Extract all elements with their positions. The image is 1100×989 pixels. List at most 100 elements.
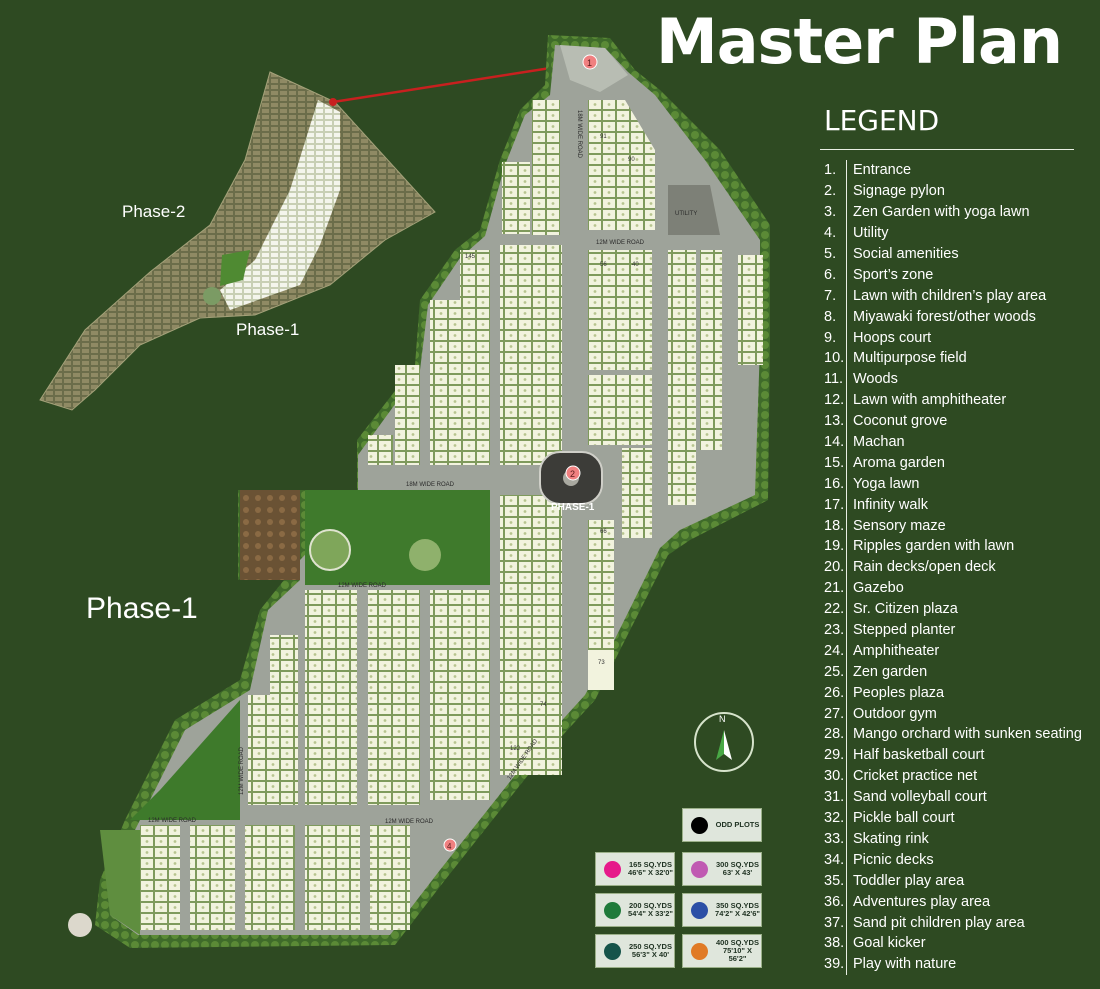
legend-label: Sport’s zone — [853, 266, 934, 283]
utility-area — [668, 185, 720, 235]
plot-key-dims: 54'4" X 33'2" — [628, 909, 673, 918]
legend-number: 18. — [824, 517, 845, 534]
legend-label: Infinity walk — [853, 496, 928, 513]
legend-number: 26. — [824, 684, 845, 701]
legend-number: 25. — [824, 663, 845, 680]
pylon-phase-label: PHASE-1 — [551, 502, 595, 513]
legend-number: 24. — [824, 642, 845, 659]
legend-item: 7.Lawn with children’s play area — [824, 285, 1082, 306]
legend-item: 30.Cricket practice net — [824, 766, 1082, 787]
legend-label: Ripples garden with lawn — [853, 538, 1015, 555]
plot-key-odd: ODD PLOTS — [682, 808, 762, 842]
entrance-marker — [582, 54, 598, 70]
legend-number: 14. — [824, 434, 845, 451]
legend-item: 1.Entrance — [824, 160, 1082, 181]
legend-number: 13. — [824, 413, 845, 430]
legend-number: 1. — [824, 162, 837, 179]
plot-number: 90 — [628, 157, 635, 163]
legend-number: 29. — [824, 747, 845, 764]
plot-number: 145 — [465, 254, 476, 260]
legend-number: 7. — [824, 287, 837, 304]
plot-key-label: ODD PLOTS — [715, 819, 760, 829]
legend-label: Machan — [853, 434, 905, 451]
legend-item: 39.Play with nature — [824, 954, 1082, 975]
pylon-number: 2 — [570, 469, 575, 479]
main-phase1-label: Phase-1 — [86, 592, 198, 625]
legend-item: 4.Utility — [824, 223, 1082, 244]
legend-list: 1.Entrance 2.Signage pylon 3.Zen Garden … — [824, 160, 1082, 975]
legend-item: 22.Sr. Citizen plaza — [824, 599, 1082, 620]
legend-number: 34. — [824, 851, 845, 868]
sports-zone — [100, 830, 140, 935]
road-label: 12M WIDE ROAD — [148, 818, 197, 824]
plot-key-size: 165 SQ.YDS — [629, 859, 672, 869]
plot-number: 66 — [600, 529, 607, 535]
legend-label: Hoops court — [853, 329, 932, 346]
plot-number: 73 — [598, 660, 605, 666]
legend-number: 6. — [824, 266, 837, 283]
legend-number: 5. — [824, 246, 837, 262]
pylon-marker — [565, 465, 581, 481]
legend-label: Sand pit children play area — [853, 914, 1025, 931]
legend-number: 31. — [824, 789, 845, 806]
legend-item: 2.Signage pylon — [824, 181, 1082, 202]
legend-number: 9. — [824, 329, 837, 346]
legend-item: 37.Sand pit children play area — [824, 912, 1082, 933]
inset-phase2-label: Phase-2 — [122, 202, 186, 221]
legend-label: Sensory maze — [853, 517, 946, 534]
plot-250-swatch — [604, 942, 621, 960]
legend-label: Stepped planter — [853, 622, 956, 639]
legend-label: Outdoor gym — [853, 705, 937, 722]
legend-number: 20. — [824, 559, 845, 576]
legend-number: 39. — [824, 956, 845, 973]
plot-key-size: 300 SQ.YDS — [716, 859, 759, 869]
utility-label: UTILITY — [675, 211, 697, 217]
legend-label: Peoples plaza — [853, 684, 945, 701]
legend-item: 33.Skating rink — [824, 829, 1082, 850]
legend-number: 11. — [824, 371, 844, 388]
legend-number: 21. — [824, 580, 845, 597]
plot-200-swatch — [604, 901, 621, 919]
road-label: 18M WIDE ROAD — [406, 482, 455, 488]
legend-label: Yoga lawn — [853, 475, 920, 492]
inset-phase1-label: Phase-1 — [236, 320, 300, 339]
legend-item: 14. Machan — [824, 432, 1082, 453]
legend-item: 36.Adventures play area — [824, 891, 1082, 912]
inset-pylon — [203, 287, 221, 305]
play-area — [68, 913, 92, 937]
legend-item: 9. Hoops court — [824, 327, 1082, 348]
legend-item: 23.Stepped planter — [824, 620, 1082, 641]
plot-165-swatch — [604, 860, 621, 878]
plot-number: 56 — [600, 262, 607, 268]
plot-number: 91 — [600, 134, 607, 140]
legend-rule — [820, 149, 1074, 150]
legend-label: Zen Garden with yoga lawn — [853, 204, 1030, 221]
central-park — [305, 490, 490, 585]
legend-number: 35. — [824, 872, 845, 889]
legend-number: 30. — [824, 768, 845, 785]
plot-number: 122 — [510, 746, 521, 752]
legend-number: 32. — [824, 810, 845, 827]
legend-divider — [846, 160, 847, 975]
legend-item: 12.Lawn with amphitheater — [824, 390, 1082, 411]
legend-label: Zen garden — [853, 663, 928, 680]
plot-key-size: 400 SQ.YDS — [716, 937, 759, 947]
legend-item: 17. Infinity walk — [824, 494, 1082, 515]
plot-key-dims: 46'6" X 32'0" — [628, 868, 673, 877]
legend-label: Rain decks/open deck — [853, 559, 996, 576]
legend-number: 19. — [824, 538, 845, 555]
inset-map — [39, 71, 436, 411]
utility-marker — [443, 838, 457, 852]
zen-garden — [409, 539, 441, 571]
legend-label: Pickle ball court — [853, 810, 955, 827]
legend-number: 27. — [824, 705, 845, 722]
legend-label: Toddler play area — [853, 872, 965, 889]
road-label: 18M WIDE ROAD — [576, 110, 582, 159]
legend-number: 17. — [824, 496, 845, 513]
legend-label: Sand volleyball court — [853, 789, 987, 806]
legend-number: 10. — [824, 350, 845, 367]
plot-number: 40 — [632, 262, 639, 268]
woods-area — [240, 490, 300, 580]
